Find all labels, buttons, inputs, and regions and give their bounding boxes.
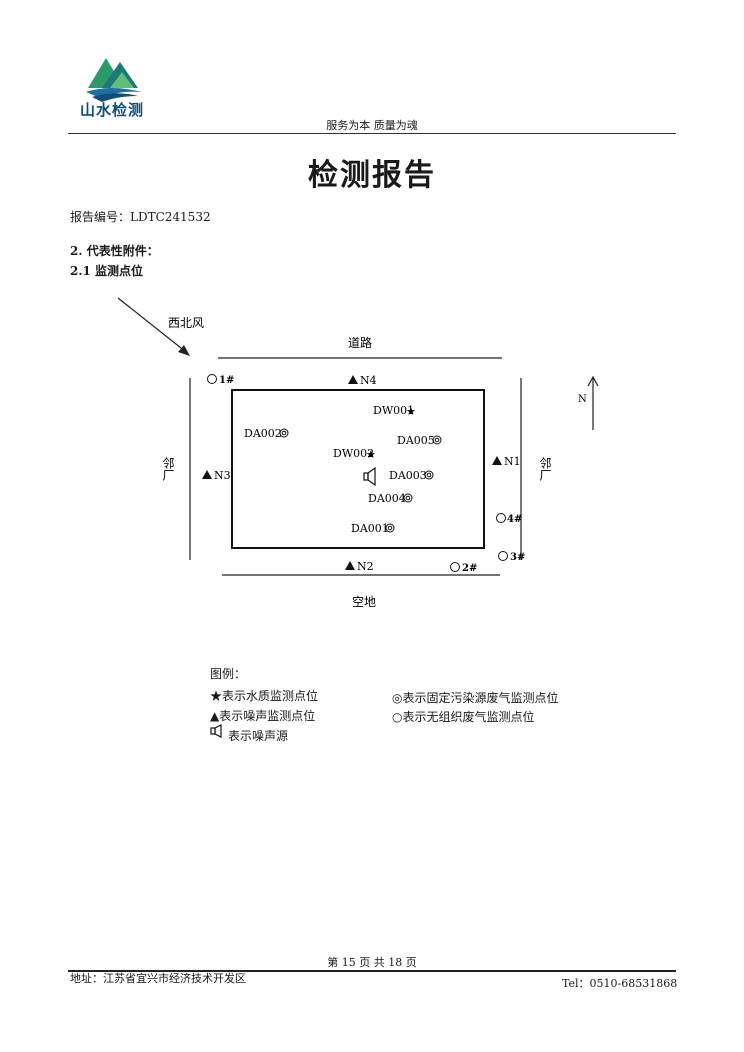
svg-text:N2: N2 bbox=[357, 560, 374, 573]
svg-text:4#: 4# bbox=[507, 514, 522, 525]
unorganized-point-4: 4# bbox=[496, 513, 522, 525]
footer-tel: Tel：0510-68531868 bbox=[562, 977, 678, 990]
svg-text:N1: N1 bbox=[504, 455, 521, 468]
north-label: N bbox=[578, 394, 587, 405]
water-point-DW001: DW001 ★ bbox=[373, 404, 416, 418]
header-rule bbox=[68, 133, 676, 134]
svg-text:N4: N4 bbox=[360, 374, 377, 387]
legend-unorganized-point: ○表示无组织废气监测点位 bbox=[392, 710, 535, 724]
exhaust-point-DA005: DA005 bbox=[397, 434, 442, 447]
section-subheading: 2.1 监测点位 bbox=[70, 264, 144, 278]
svg-text:★: ★ bbox=[366, 448, 376, 461]
exhaust-point-DA003: DA003 bbox=[389, 469, 434, 482]
svg-text:N3: N3 bbox=[214, 469, 231, 482]
north-arrow-icon bbox=[587, 375, 599, 430]
svg-text:3#: 3# bbox=[510, 552, 525, 563]
left-neighbor-label: 邻厂 bbox=[161, 457, 175, 481]
legend-water-point: ★表示水质监测点位 bbox=[210, 689, 319, 703]
exhaust-point-DA004: DA004 bbox=[368, 492, 413, 505]
noise-point-N4: N4 bbox=[348, 374, 377, 387]
legend-noise-point: ▲表示噪声监测点位 bbox=[210, 709, 316, 723]
factory-boundary bbox=[231, 389, 485, 549]
svg-text:DW001: DW001 bbox=[373, 404, 414, 417]
svg-text:DA002: DA002 bbox=[244, 427, 282, 440]
svg-text:★: ★ bbox=[406, 405, 416, 418]
unorganized-point-2: 2# bbox=[450, 562, 477, 574]
section-heading: 2. 代表性附件： bbox=[70, 244, 159, 258]
legend-exhaust-point: ◎表示固定污染源废气监测点位 bbox=[392, 691, 559, 705]
slogan: 服务为本 质量为魂 bbox=[326, 119, 418, 132]
legend-speaker-icon bbox=[210, 724, 222, 738]
monitoring-point-diagram: 西北风 道路 空地 邻厂 邻厂 N N4 N3 N bbox=[117, 297, 599, 609]
svg-text:DA003: DA003 bbox=[389, 469, 427, 482]
logo-text: 山水检测 bbox=[80, 101, 145, 119]
footer-rule bbox=[68, 970, 676, 972]
unorganized-point-1: 1# bbox=[207, 374, 234, 386]
page-title: 检测报告 bbox=[308, 158, 436, 193]
exhaust-point-DA001: DA001 bbox=[351, 522, 395, 535]
page-number: 第 15 页 共 18 页 bbox=[327, 956, 417, 969]
company-logo bbox=[86, 58, 142, 102]
unorganized-point-3: 3# bbox=[498, 551, 525, 563]
noise-source-speaker-icon bbox=[363, 466, 376, 487]
road-label: 道路 bbox=[348, 335, 372, 350]
exhaust-point-DA002: DA002 bbox=[244, 427, 289, 440]
footer-address: 地址：江苏省宜兴市经济技术开发区 bbox=[70, 972, 246, 985]
noise-point-N2: N2 bbox=[345, 560, 374, 573]
water-point-DW002: DW002 ★ bbox=[333, 447, 376, 461]
report-number: 报告编号：LDTC241532 bbox=[70, 210, 211, 224]
svg-text:2#: 2# bbox=[462, 563, 477, 574]
svg-text:1#: 1# bbox=[219, 375, 234, 386]
noise-point-N1: N1 bbox=[492, 455, 521, 468]
vacant-lot-label: 空地 bbox=[352, 595, 376, 609]
svg-text:DA004: DA004 bbox=[368, 492, 406, 505]
svg-text:DW002: DW002 bbox=[333, 447, 374, 460]
right-neighbor-label: 邻厂 bbox=[538, 457, 552, 481]
noise-point-N3: N3 bbox=[202, 469, 231, 482]
legend-title: 图例： bbox=[210, 667, 247, 681]
wind-label: 西北风 bbox=[168, 316, 204, 330]
svg-text:DA001: DA001 bbox=[351, 522, 389, 535]
wind-arrow-icon bbox=[117, 297, 190, 356]
legend-noise-source: 表示噪声源 bbox=[228, 729, 289, 743]
svg-text:DA005: DA005 bbox=[397, 434, 435, 447]
